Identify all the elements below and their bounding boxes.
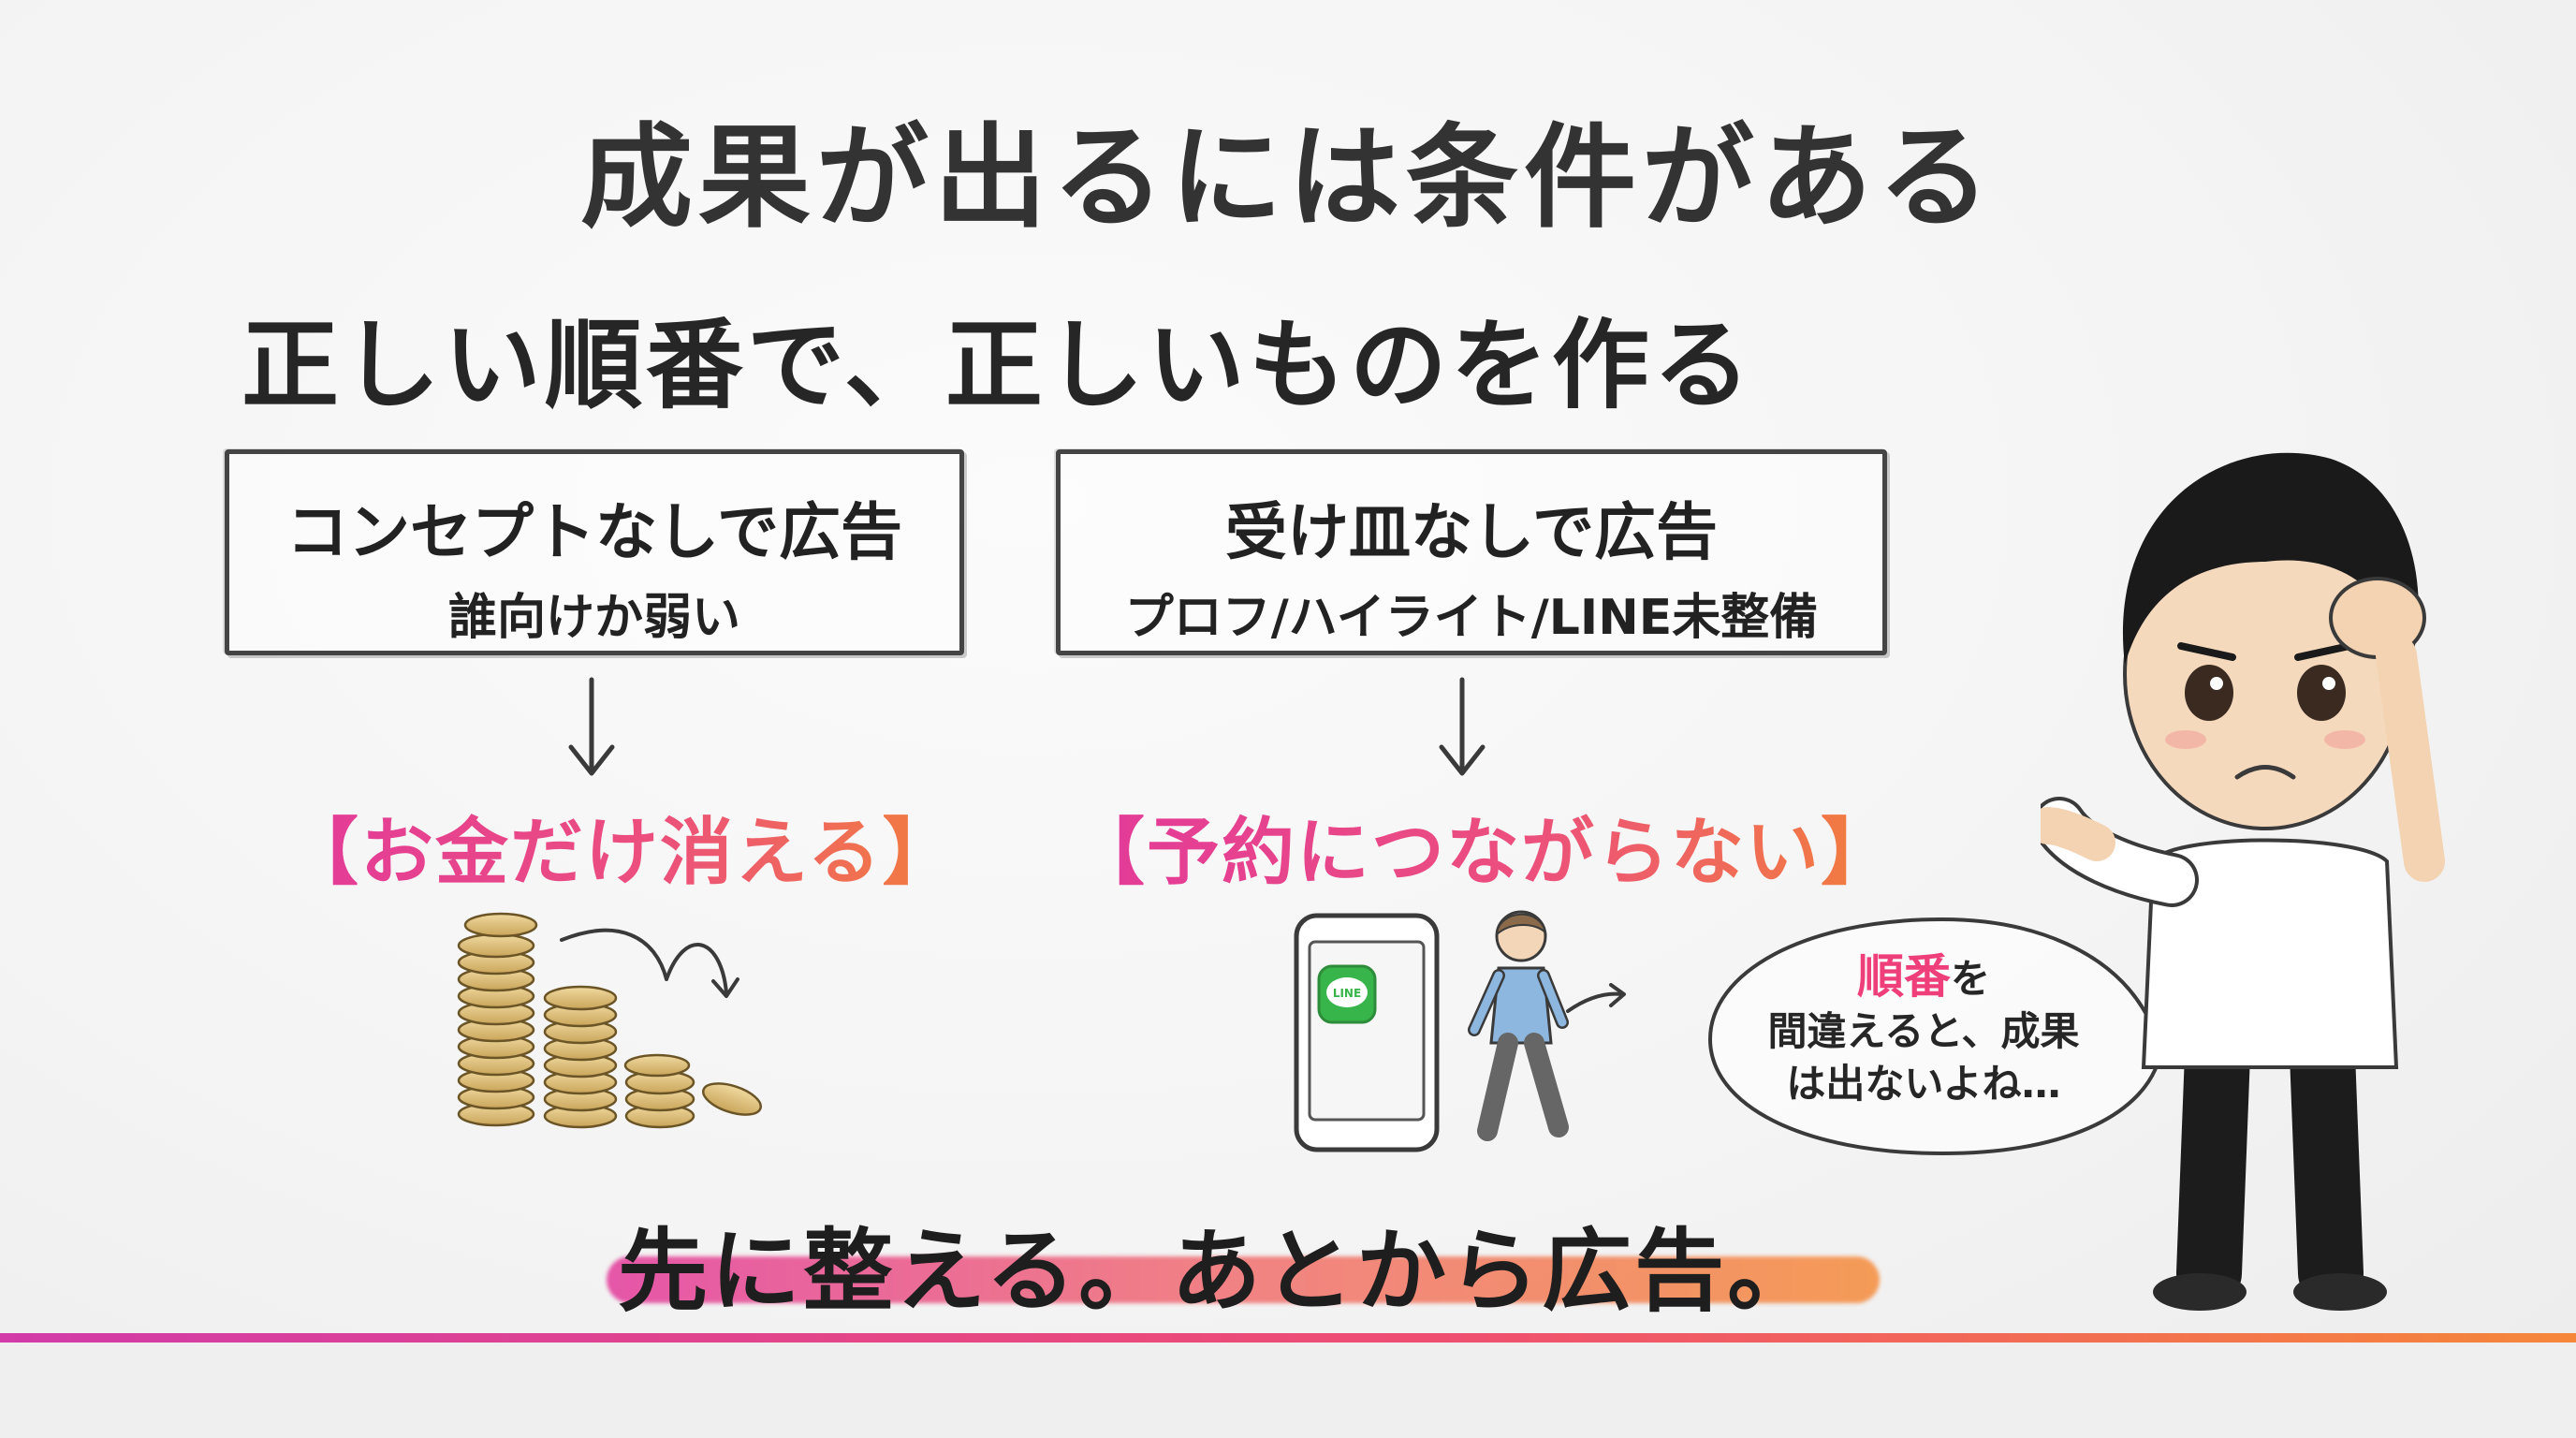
page-subtitle: 正しい順番で、正しいものを作る <box>242 308 1754 422</box>
worried-man-icon <box>2041 452 2445 1311</box>
left-card-subtitle: 誰向けか弱い <box>447 590 740 646</box>
gradient-rule <box>0 1333 2576 1343</box>
coins-icon <box>457 912 762 1129</box>
footer-band <box>0 1343 2576 1438</box>
left-card: コンセプトなしで広告 誰向けか弱い <box>225 449 964 655</box>
walking-person-icon <box>1468 910 1626 1141</box>
down-arrow-icon <box>568 677 615 776</box>
line-app-label: LINE <box>1333 987 1361 1000</box>
speech-line-1-rest: を <box>1950 956 1990 1002</box>
speech-bubble-text: 順番を 間違えると、成果 は出ないよね… <box>1699 950 2148 1110</box>
right-card: 受け皿なしで広告 プロフ/ハイライト/LINE未整備 <box>1056 449 1887 655</box>
smartphone-icon: LINE <box>1294 910 1626 1152</box>
down-arrow-icon <box>1439 677 1486 776</box>
speech-line-1: 順番を <box>1699 950 2148 1005</box>
speech-accent: 順番 <box>1856 949 1951 1004</box>
left-result: 【お金だけ消える】 <box>285 794 958 899</box>
speech-bubble <box>1707 917 2195 1156</box>
speech-line-3: は出ないよね… <box>1786 1061 2061 1107</box>
bottom-message: 先に整える。あとから広告。 <box>618 1219 1821 1324</box>
right-card-subtitle: プロフ/ハイライト/LINE未整備 <box>1124 590 1819 646</box>
left-card-title: コンセプトなしで広告 <box>285 496 903 568</box>
right-card-title: 受け皿なしで広告 <box>1224 496 1719 568</box>
message-highlight <box>607 1256 1880 1303</box>
page-title: 成果が出るには条件がある <box>580 113 1996 243</box>
speech-line-2: 間違えると、成果 <box>1767 1008 2080 1054</box>
right-result: 【予約につながらない】 <box>1072 794 1895 899</box>
